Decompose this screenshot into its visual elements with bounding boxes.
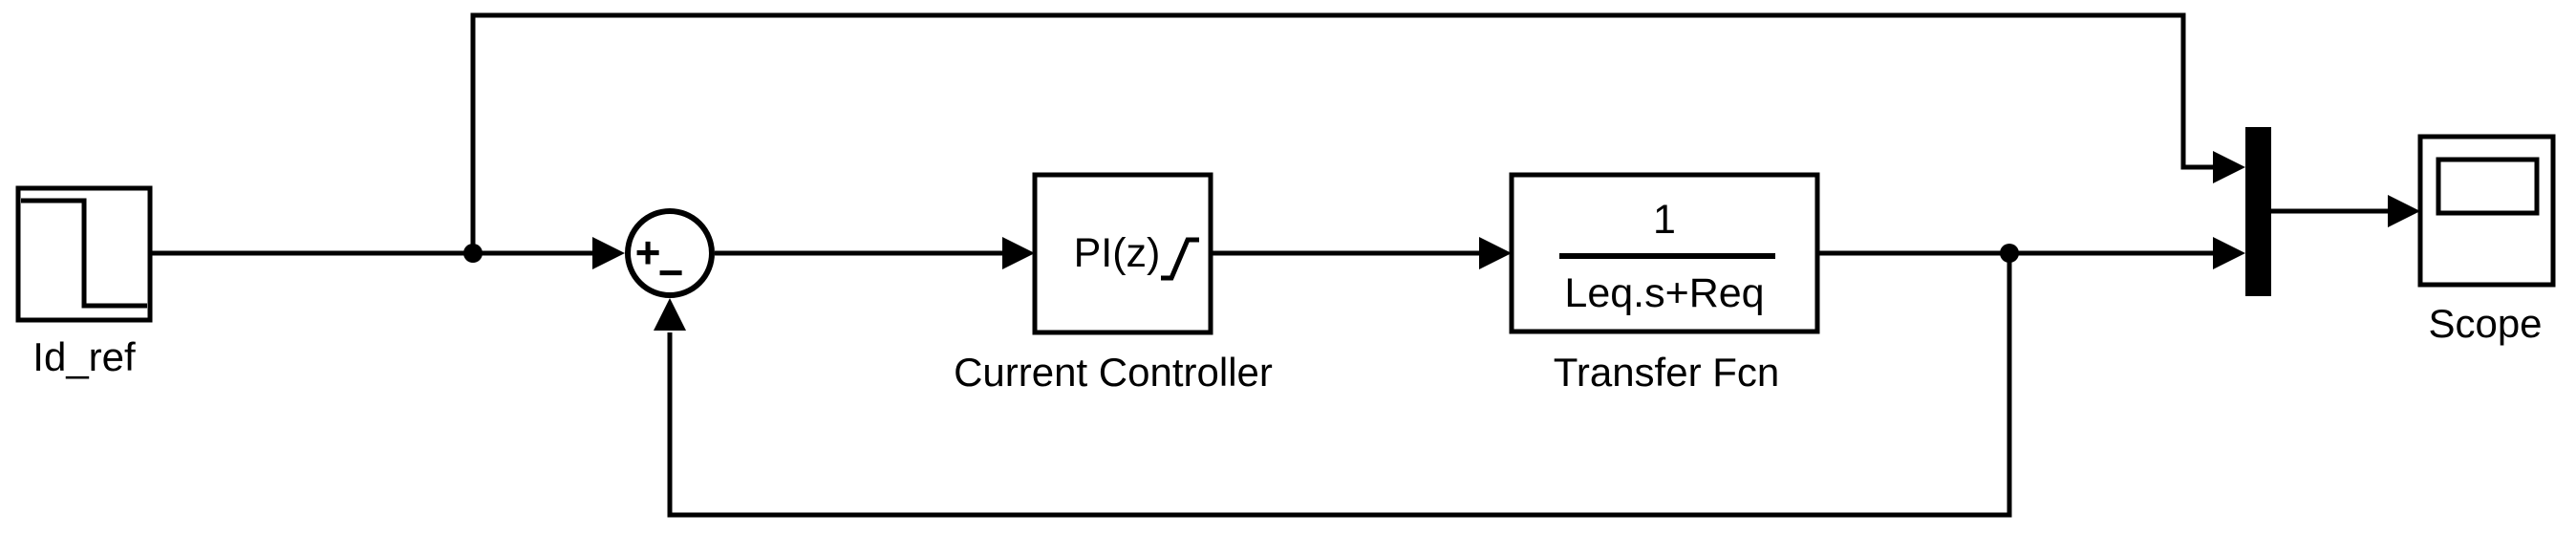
saturation-icon [1161, 237, 1199, 281]
current-controller-block[interactable]: PI(z) [1032, 172, 1213, 335]
plus-sign: + [635, 227, 661, 277]
scope-display-icon [2436, 157, 2540, 216]
wire-transferfcn-to-mux[interactable] [1817, 237, 2245, 269]
controller-display-text: PI(z) [1074, 230, 1161, 276]
step-source-label: Id_ref [32, 334, 136, 379]
mux-block[interactable] [2245, 127, 2271, 296]
scope-label: Scope [2428, 301, 2542, 346]
minus-sign: − [658, 247, 684, 297]
wire-ref-to-mux[interactable] [470, 12, 2245, 253]
arrowhead-icon [1479, 237, 1512, 269]
step-source-block[interactable] [15, 185, 153, 323]
arrowhead-icon [654, 298, 686, 331]
scope-block[interactable] [2417, 134, 2556, 288]
mux-bar-icon [2245, 127, 2271, 296]
arrowhead-icon [1002, 237, 1035, 269]
arrowhead-icon [2388, 195, 2420, 227]
wire-feedback-to-sum[interactable] [654, 253, 2012, 518]
wire-step-to-sum[interactable] [150, 237, 625, 269]
sum-circle [625, 208, 715, 298]
wire-sum-to-controller[interactable] [715, 237, 1035, 269]
falling-step-icon [21, 198, 147, 309]
arrowhead-icon [2213, 237, 2245, 269]
arrowhead-icon [592, 237, 625, 269]
wire-segment [667, 253, 2012, 518]
sum-block[interactable]: + − [625, 208, 715, 298]
transfer-fcn-block[interactable]: 1 Leq.s+Req [1509, 172, 1820, 334]
arrowhead-icon [2213, 151, 2245, 183]
transfer-fcn-label: Transfer Fcn [1554, 350, 1780, 395]
transfer-fcn-numerator: 1 [1653, 197, 1676, 243]
wire-segment [470, 12, 2215, 253]
transfer-fcn-denominator: Leq.s+Req [1564, 270, 1764, 316]
wire-mux-to-scope[interactable] [2271, 195, 2420, 227]
wire-controller-to-transferfcn[interactable] [1211, 237, 1512, 269]
current-controller-label: Current Controller [954, 350, 1273, 395]
